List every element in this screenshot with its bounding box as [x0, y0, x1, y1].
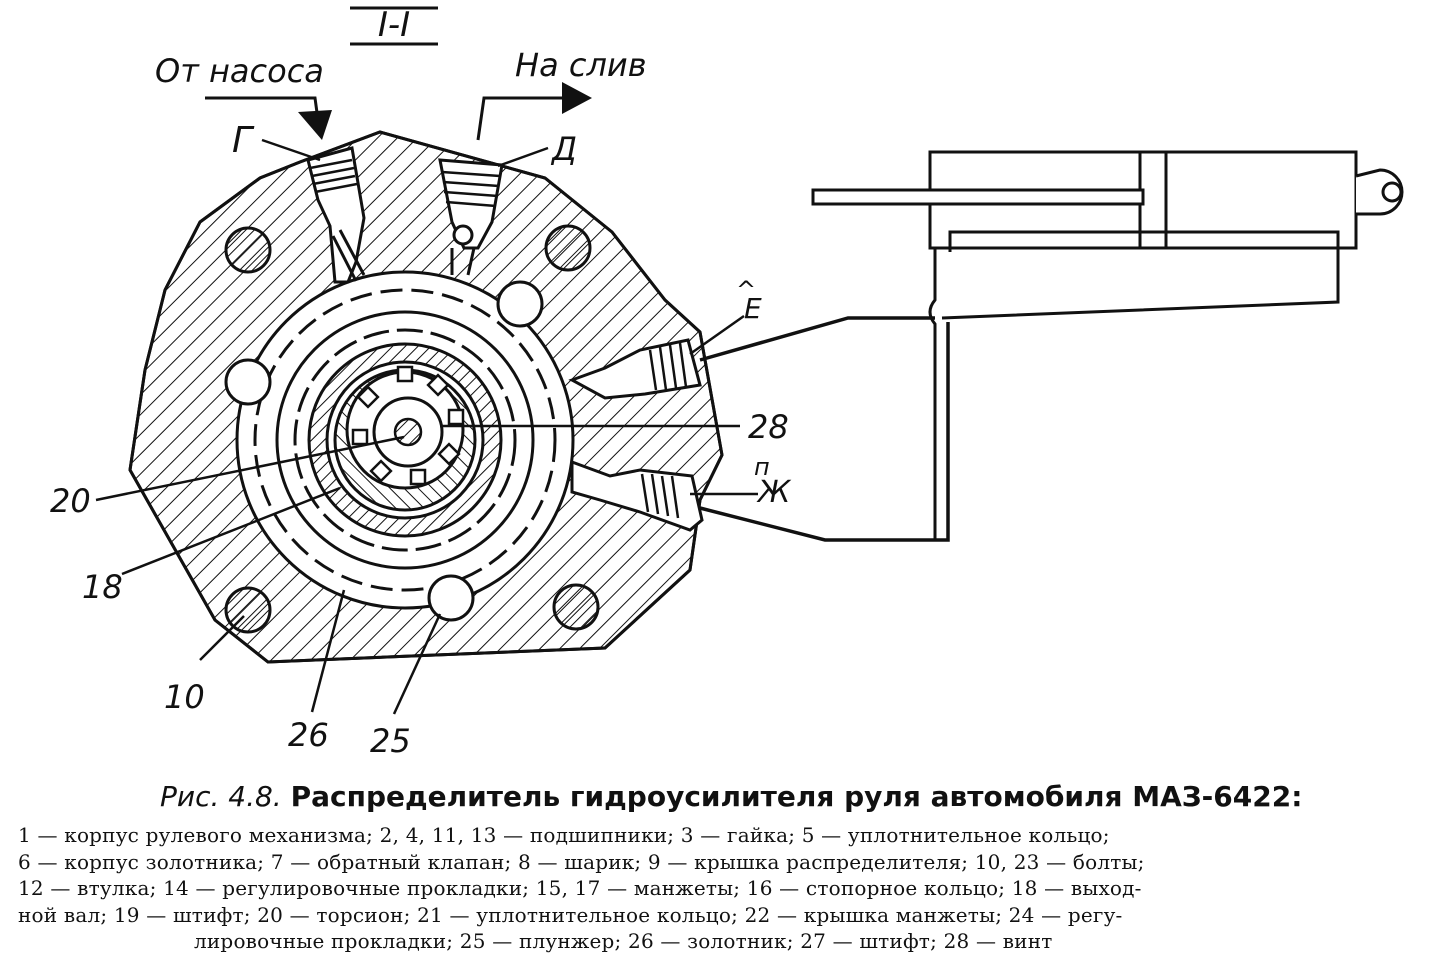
power-cylinder	[811, 150, 1404, 540]
plungers	[224, 280, 544, 622]
inlet-arrow	[205, 96, 332, 140]
figure-legend: 1 — корпус рулевого механизма; 2, 4, 11,…	[18, 822, 1410, 955]
legend-line: 1 — корпус рулевого механизма; 2, 4, 11,…	[18, 823, 1110, 847]
caption-number: Рис. 4.8.	[160, 780, 282, 813]
bolts	[224, 224, 600, 634]
svg-text:10: 10	[164, 678, 205, 716]
section-label: I-I	[350, 5, 438, 46]
callout-26: 26	[288, 589, 346, 754]
figure-caption: Рис. 4.8. Распределитель гидроусилителя …	[160, 780, 1302, 813]
callout-25: 25	[370, 613, 442, 760]
callout-20: 20	[50, 435, 405, 520]
port-g-fitting	[306, 146, 366, 284]
outlet-arrow	[476, 82, 592, 141]
svg-text:26: 26	[288, 716, 329, 754]
hydraulic-lines	[699, 316, 950, 542]
mark-e: ^	[736, 276, 756, 304]
callout-10: 10	[164, 615, 245, 716]
distributor-drawing: I-I От насоса На слив	[50, 5, 1404, 760]
label-port-g: Г	[232, 120, 255, 161]
legend-line: 12 — втулка; 14 — регулировочные проклад…	[18, 876, 1142, 900]
label-port-zh: Ж	[756, 475, 792, 510]
svg-text:20: 20	[50, 482, 91, 520]
caption-title: Распределитель гидроусилителя руля автом…	[290, 780, 1303, 813]
svg-text:I-I: I-I	[378, 5, 410, 45]
port-e-fitting	[568, 338, 702, 400]
legend-line: 6 — корпус золотника; 7 — обратный клапа…	[18, 849, 1145, 874]
label-port-d: Д	[550, 130, 577, 168]
label-port-e: Е	[744, 292, 762, 325]
spool-dashed	[293, 328, 517, 552]
dashed-bolt-circle	[253, 288, 557, 592]
callout-28: 28	[440, 408, 789, 446]
output-shaft	[333, 365, 477, 512]
legend-line: ной вал; 19 — штифт; 20 — торсион; 21 — …	[18, 902, 1123, 927]
label-to-drain: На слив	[515, 46, 647, 84]
callout-18: 18	[82, 486, 341, 606]
svg-text:18: 18	[82, 568, 123, 606]
port-d-fitting	[438, 158, 504, 276]
label-from-pump: От насоса	[155, 52, 324, 90]
svg-text:28: 28	[748, 408, 789, 446]
port-zh-fitting	[570, 459, 704, 532]
mark-zh: п	[754, 453, 770, 481]
svg-text:25: 25	[370, 722, 411, 760]
legend-line: лировочные прокладки; 25 — плунжер; 26 —…	[194, 929, 1053, 953]
